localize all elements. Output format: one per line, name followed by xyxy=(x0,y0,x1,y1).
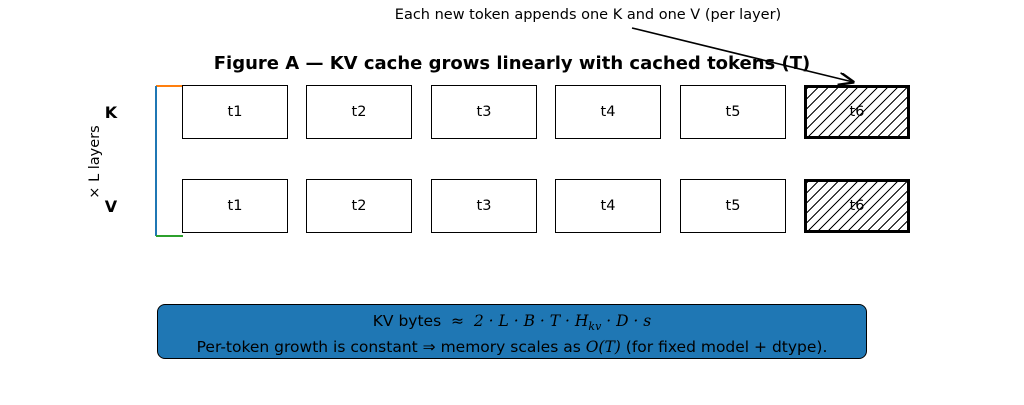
v-cell-t4: t4 xyxy=(555,179,661,233)
cell-label: t5 xyxy=(725,198,741,214)
cell-label: t1 xyxy=(227,198,243,214)
v-cell-t1: t1 xyxy=(182,179,288,233)
cell-label: t4 xyxy=(600,104,616,120)
formula-prefix: KV bytes xyxy=(372,312,442,330)
layers-axis-label: × L layers xyxy=(87,125,103,199)
cell-label: t2 xyxy=(351,198,367,214)
formula-expression: 2 · L · B · T · Hkv · D · s xyxy=(473,312,652,334)
v-cell-t5: t5 xyxy=(680,179,786,233)
row-label-v: V xyxy=(104,197,118,216)
layer-bracket xyxy=(155,85,183,237)
figure-title: Figure A — KV cache grows linearly with … xyxy=(213,53,811,74)
annotation-text: Each new token appends one K and one V (… xyxy=(394,7,782,23)
cell-label: t3 xyxy=(476,104,492,120)
v-cell-t2: t2 xyxy=(306,179,412,233)
cell-label: t4 xyxy=(600,198,616,214)
formula-suffix: (for fixed model + dtype). xyxy=(625,338,828,357)
formula-line-1: KV bytes ≈ 2 · L · B · T · Hkv · D · s xyxy=(158,311,866,337)
formula-approx: ≈ xyxy=(451,312,465,330)
k-cell-t3: t3 xyxy=(431,85,537,139)
cell-label: t1 xyxy=(227,104,243,120)
cell-label: t3 xyxy=(476,198,492,214)
k-cell-t6: t6 xyxy=(804,85,910,139)
v-cell-t6: t6 xyxy=(804,179,910,233)
cell-label: t6 xyxy=(849,104,865,120)
cell-label: t6 xyxy=(849,198,865,214)
v-cell-t3: t3 xyxy=(431,179,537,233)
row-label-k: K xyxy=(104,103,118,122)
k-cell-t5: t5 xyxy=(680,85,786,139)
formula-complexity: O(T) xyxy=(585,338,621,357)
formula-growth-text: Per-token growth is constant ⇒ memory sc… xyxy=(196,338,586,357)
cell-label: t2 xyxy=(351,104,367,120)
formula-line-2: Per-token growth is constant ⇒ memory sc… xyxy=(158,337,866,357)
cell-label: t5 xyxy=(725,104,741,120)
k-cell-t1: t1 xyxy=(182,85,288,139)
formula-box: KV bytes ≈ 2 · L · B · T · Hkv · D · s P… xyxy=(157,304,867,359)
k-cell-t4: t4 xyxy=(555,85,661,139)
k-cell-t2: t2 xyxy=(306,85,412,139)
